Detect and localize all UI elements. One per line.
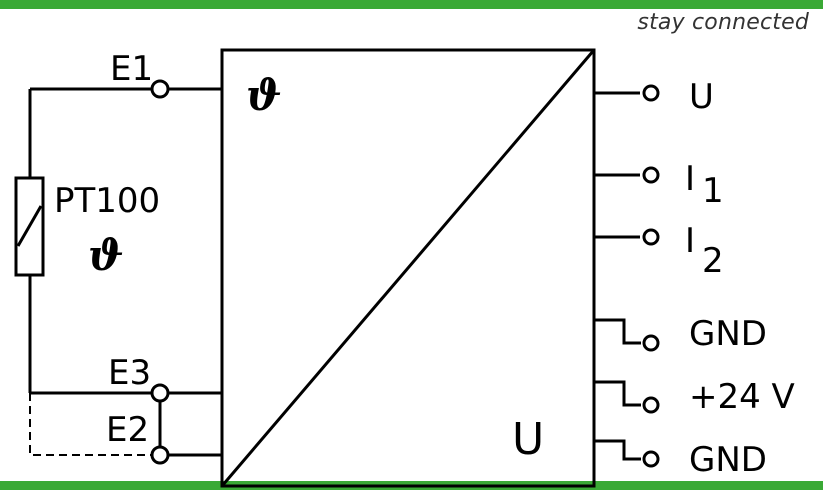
block-temperature-symbol: ϑ <box>246 71 282 120</box>
terminal-out-u <box>642 84 660 102</box>
terminal-e2 <box>150 445 170 465</box>
terminal-e3 <box>150 383 170 403</box>
label-e2: E2 <box>106 410 149 450</box>
label-out-24v: +24 V <box>689 377 795 417</box>
label-out-i1: I <box>685 159 695 199</box>
label-out-u: U <box>689 77 714 117</box>
label-out-i1-sub: 1 <box>702 171 724 211</box>
wire-out-gnd-1 <box>594 318 641 345</box>
optional-jumper-dashed <box>29 393 152 456</box>
terminal-out-gnd-1 <box>642 334 660 352</box>
terminal-out-gnd-2 <box>642 450 660 468</box>
terminal-out-i1 <box>642 166 660 184</box>
label-out-i2: I <box>685 221 695 261</box>
block-output-symbol: U <box>512 414 544 465</box>
label-e1: E1 <box>110 49 153 89</box>
label-out-gnd-2: GND <box>689 440 767 480</box>
label-e3: E3 <box>108 353 151 393</box>
label-out-i2-sub: 2 <box>702 241 724 281</box>
terminal-out-24v <box>642 396 660 414</box>
label-out-gnd-1: GND <box>689 314 767 354</box>
pt100-label: PT100 <box>54 181 160 221</box>
terminal-e1 <box>150 79 170 99</box>
pt100-resistor-slash <box>16 205 43 247</box>
terminal-out-i2 <box>642 228 660 246</box>
wire-out-gnd-2 <box>594 439 641 461</box>
top-accent-bar <box>0 0 823 9</box>
pt100-temperature-symbol: ϑ <box>88 231 124 280</box>
wire-out-24v <box>594 380 641 407</box>
converter-diagonal <box>220 49 596 487</box>
brand-tagline: stay connected <box>637 10 809 35</box>
converter-block <box>220 48 596 488</box>
